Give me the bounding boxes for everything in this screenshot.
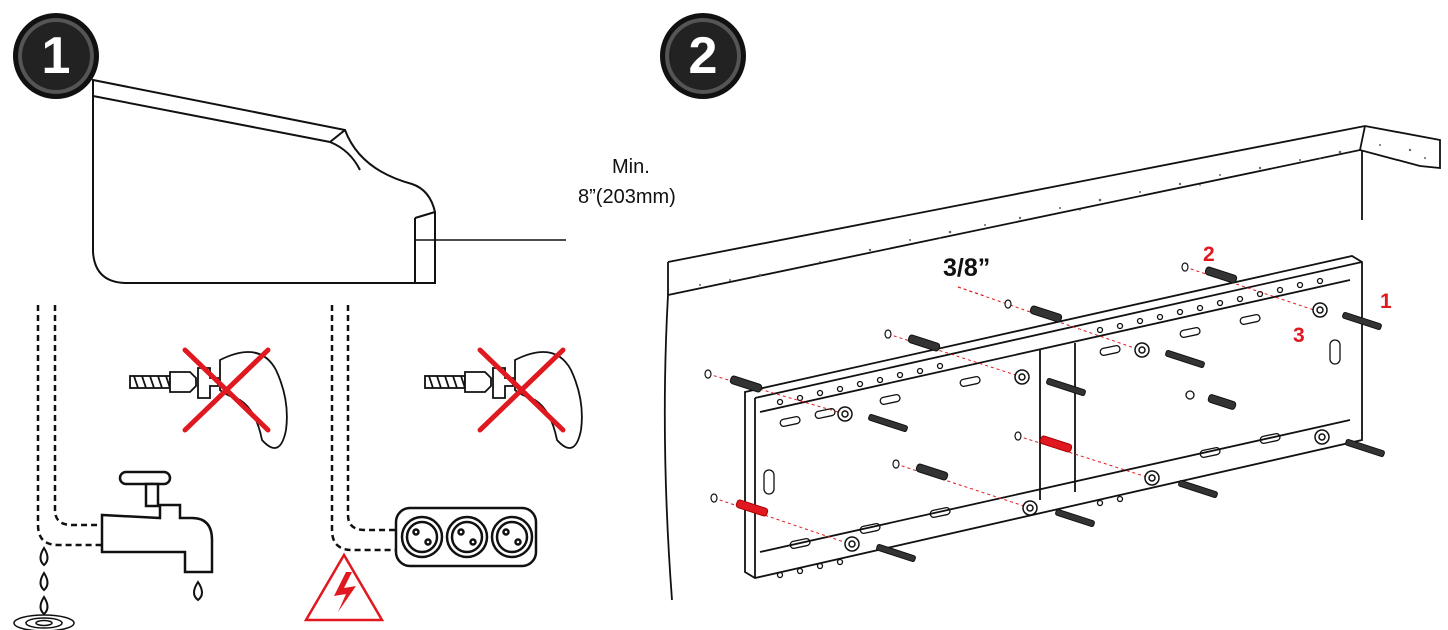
water-pipe: [36, 305, 110, 547]
size-pointer: [957, 286, 986, 297]
countertop-profile: [92, 78, 436, 284]
guide-lines: [707, 266, 1321, 545]
countertop-wall: [663, 125, 1441, 601]
bracket-slots: [763, 277, 1341, 579]
step-1-number: 1: [41, 27, 71, 85]
mounting-bracket: [744, 255, 1363, 579]
prohibited-cross-icon: [182, 347, 271, 433]
drill-icon: [129, 351, 288, 449]
electric-hazard-icon: [303, 552, 385, 622]
washer-icon: [837, 302, 1330, 552]
order-label-2: 2: [1203, 243, 1215, 266]
order-label-1: 1: [1380, 290, 1392, 313]
wall-anchor-icon: [735, 435, 1073, 517]
water-puddle: [13, 614, 75, 630]
granite-texture: [699, 144, 1426, 286]
electric-wire: [330, 305, 398, 552]
water-faucet-icon: [100, 470, 214, 574]
screw-icon: [868, 311, 1385, 563]
anchor-hole: [704, 262, 1189, 503]
step-1-badge: 1: [13, 13, 99, 99]
order-label-3: 3: [1293, 324, 1305, 347]
step-2-badge: 2: [660, 13, 746, 99]
step-2-number: 2: [688, 27, 718, 85]
anchor-size-label: 3/8”: [943, 254, 991, 282]
drill-icon: [424, 351, 583, 449]
min-distance-label: Min.: [612, 156, 650, 178]
power-outlet-icon: [394, 506, 538, 568]
prohibited-cross-icon: [477, 347, 566, 433]
water-drop-icon: [39, 546, 203, 616]
wall-anchor-icon: [729, 266, 1238, 481]
min-distance-value: 8”(203mm): [578, 186, 676, 208]
